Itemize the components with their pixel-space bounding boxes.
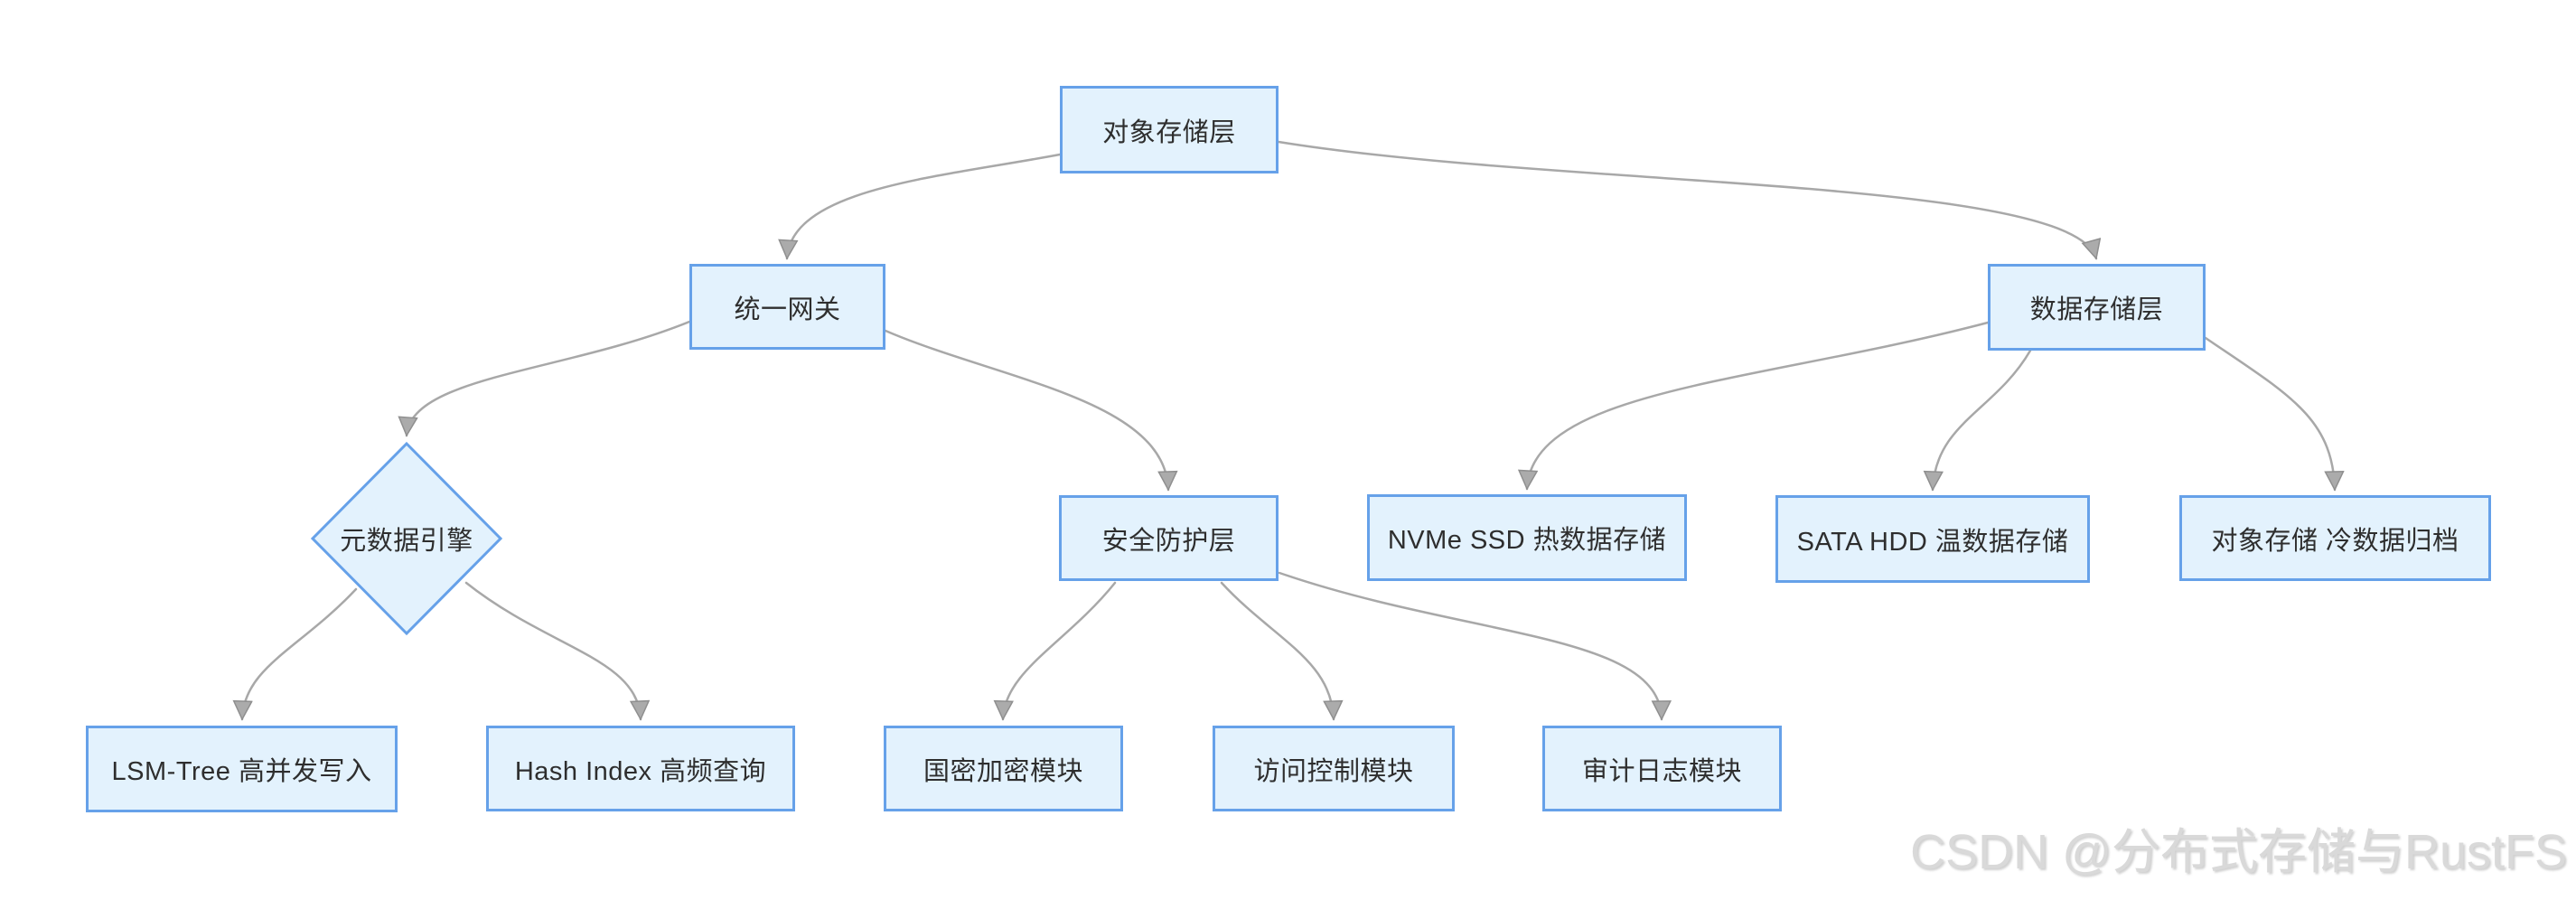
node-label: SATA HDD 温数据存储 (1796, 527, 2069, 557)
node-label: 访问控制模块 (1253, 756, 1414, 786)
node-hash-index-query: Hash Index 高频查询 (486, 726, 795, 811)
node-label: 对象存储层 (1102, 117, 1236, 147)
node-sata-warm-storage: SATA HDD 温数据存储 (1775, 495, 2090, 583)
diamond-shape (310, 441, 503, 636)
edge-unified-gateway-to-metadata-engine (407, 320, 691, 436)
node-data-storage-layer: 数据存储层 (1988, 264, 2206, 351)
node-label: LSM-Tree 高并发写入 (111, 757, 372, 786)
edge-security-layer-to-audit-log (1278, 571, 1662, 719)
node-lsm-tree-write: LSM-Tree 高并发写入 (86, 726, 398, 812)
node-metadata-engine: 元数据引擎 (310, 441, 503, 636)
node-label: 安全防护层 (1101, 526, 1236, 556)
node-label: 数据存储层 (2029, 295, 2164, 324)
node-security-layer: 安全防护层 (1059, 495, 1279, 581)
edge-metadata-engine-to-hash-index (464, 581, 641, 719)
edge-metadata-engine-to-lsm-tree (242, 587, 358, 719)
node-object-storage-layer: 对象存储层 (1060, 86, 1279, 173)
node-object-cold-archive: 对象存储 冷数据归档 (2179, 495, 2491, 581)
node-label: Hash Index 高频查询 (514, 756, 767, 786)
node-label: 对象存储 冷数据归档 (2211, 526, 2459, 556)
edge-data-storage-to-nvme (1527, 321, 1990, 489)
edge-security-layer-to-access-control (1220, 581, 1334, 719)
node-label: 元数据引擎 (340, 527, 473, 556)
node-sm-crypto-module: 国密加密模块 (884, 726, 1123, 811)
edge-data-storage-to-cold-archive (2204, 336, 2335, 490)
node-label: 国密加密模块 (923, 756, 1083, 786)
csdn-watermark: CSDN @分布式存储与RustFS (1910, 825, 2567, 879)
node-audit-log-module: 审计日志模块 (1542, 726, 1782, 811)
node-nvme-hot-storage: NVMe SSD 热数据存储 (1367, 494, 1687, 581)
edge-data-storage-to-sata (1933, 349, 2032, 490)
edge-unified-gateway-to-security-layer (884, 329, 1168, 490)
node-label: 统一网关 (734, 295, 841, 324)
edge-security-layer-to-sm-crypto (1003, 581, 1117, 719)
node-unified-gateway: 统一网关 (689, 264, 885, 350)
node-access-control-module: 访问控制模块 (1213, 726, 1455, 811)
node-label: 审计日志模块 (1581, 756, 1742, 786)
edge-object-storage-to-unified-gateway (787, 153, 1062, 258)
edge-object-storage-to-data-storage (1277, 140, 2096, 258)
node-label: NVMe SSD 热数据存储 (1387, 526, 1667, 555)
